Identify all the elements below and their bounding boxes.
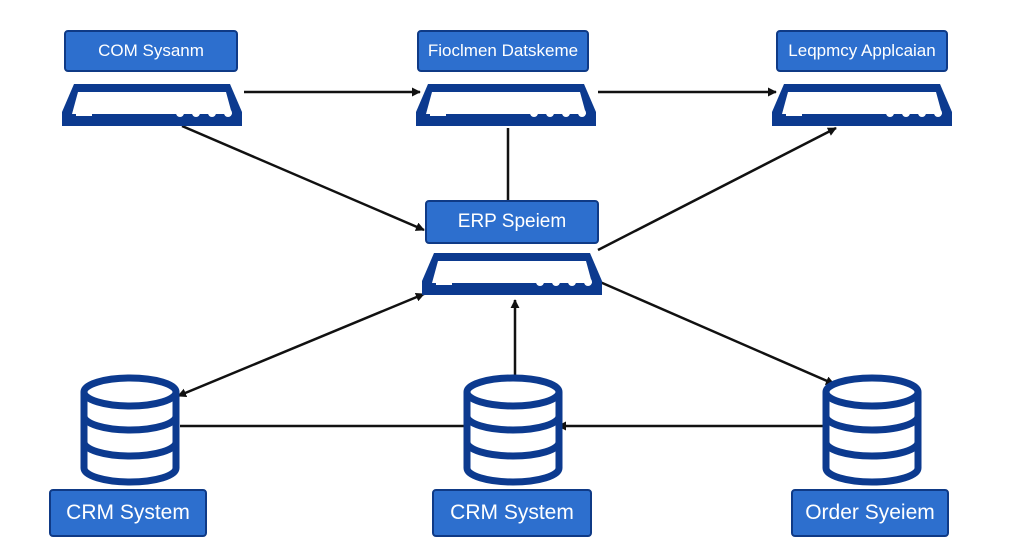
edge-erp-to-order [599, 280, 835, 386]
node-label-com-system: COM Sysanm [64, 30, 238, 72]
server-icon [422, 253, 602, 295]
database-icon [467, 378, 559, 482]
edge-erp-to-legacy [597, 126, 837, 252]
database-icon [84, 378, 176, 482]
server-icon [772, 84, 952, 126]
node-label-erp-system: ERP Speiem [425, 200, 599, 244]
node-label-fioclmen-datskeme: Fioclmen Datskeme [417, 30, 589, 72]
connectors [177, 87, 837, 431]
server-icon [62, 84, 242, 126]
node-label-crm-system-center: CRM System [432, 489, 592, 537]
edge-com-to-erp [181, 124, 425, 232]
server-icon [416, 84, 596, 126]
database-icon [826, 378, 918, 482]
edge-crm-left-to-erp [177, 292, 425, 398]
node-label-legacy-application: Leqpmcy Applcaian [776, 30, 948, 72]
node-label-order-system: Order Syeiem [791, 489, 949, 537]
node-label-crm-system-left: CRM System [49, 489, 207, 537]
